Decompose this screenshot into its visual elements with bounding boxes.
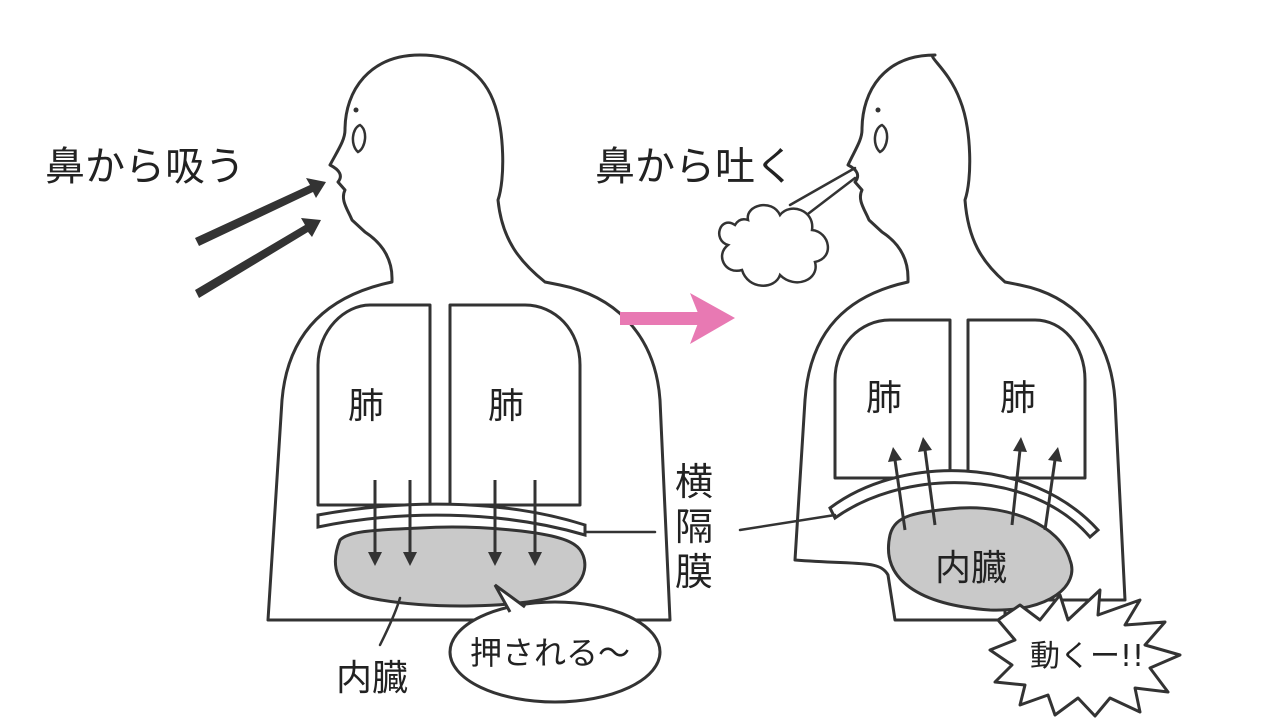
left-organ [333,525,587,608]
left-lung-right-label: 肺 [488,386,524,427]
left-bubble-text: 押される〜 [470,634,630,672]
left-speech-bubble [448,600,662,704]
left-organ-label: 内臓 [336,658,408,699]
right-bubble-text: 動くー!! [1030,639,1144,674]
diaphragm-char-3: 膜 [675,550,713,594]
right-diaphragm [828,469,1101,540]
diaphragm-char-2: 隔 [675,505,713,549]
right-eye-icon [875,107,881,113]
diaphragm-label: 横 隔 膜 [675,460,713,594]
left-lung-left-label: 肺 [348,386,384,427]
left-down-arrows [368,480,542,566]
right-diaphragm-leader [738,513,837,532]
left-lung-left [316,303,432,507]
diaphragm-char-1: 横 [675,460,713,504]
transition-arrow-icon [620,293,735,344]
right-lung-left-label: 肺 [866,378,902,419]
right-organ [887,506,1074,612]
left-bubble-tail [493,583,526,613]
exhale-cloud-icon [717,166,857,287]
inhale-figure: 鼻から吸う 肺 肺 内臓 押される〜 [45,53,672,704]
exhale-label: 鼻から吐く [595,144,795,190]
left-eye-icon [353,107,359,113]
right-organ-label: 内臓 [935,548,1007,589]
left-organ-leader [378,596,402,647]
inhale-arrows-icon [195,178,326,298]
left-lung-right [448,303,582,507]
right-starburst-bubble [988,588,1182,718]
right-lung-right [966,318,1087,480]
right-up-arrows [888,437,1062,531]
inhale-label: 鼻から吸う [45,144,245,190]
exhale-figure: 鼻から吐く 肺 肺 内臓 動くー!! [595,53,1182,718]
right-ear-icon [873,123,889,154]
left-diaphragm [316,502,587,538]
right-lung-right-label: 肺 [1000,378,1036,419]
left-ear-icon [351,123,367,154]
right-lung-left [833,318,952,480]
